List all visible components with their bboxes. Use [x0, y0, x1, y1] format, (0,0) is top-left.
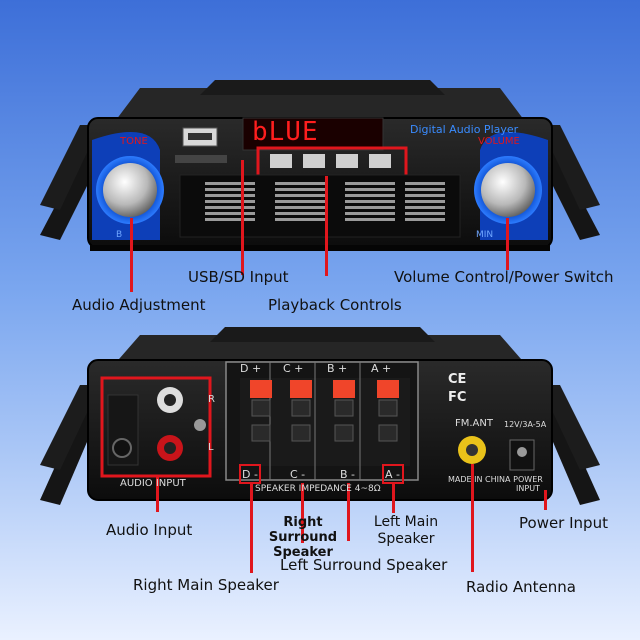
channel-b-neg-label: B - [340, 468, 356, 481]
volume-min-label: MIN [476, 230, 494, 240]
callout-audio-adjustment: Audio Adjustment [72, 296, 206, 314]
tone-min-label: B [116, 230, 123, 240]
channel-d-neg-label: D - [242, 468, 258, 481]
callout-power-input: Power Input [519, 514, 608, 532]
top-amplifier [40, 80, 600, 251]
fm-ant-label: FM.ANT [455, 418, 493, 429]
callout-usb-sd: USB/SD Input [188, 268, 289, 286]
callout-left-surround: Left Surround Speaker [280, 556, 448, 574]
channel-c-neg-label: C - [290, 468, 306, 481]
rca-l-label: L [208, 442, 214, 453]
brand-label: Digital Audio Player [410, 123, 519, 136]
channel-a-neg-label: A - [385, 468, 400, 481]
made-in-label: MADE IN CHINA [448, 475, 511, 484]
audio-input-panel-label: AUDIO INPUT [120, 478, 186, 489]
impedance-label: SPEAKER IMPEDANCE 4~8Ω [255, 484, 381, 494]
channel-b-label: B + [327, 362, 348, 375]
ce-mark: CE [448, 372, 467, 387]
power-spec-label: 12V/3A-5A [504, 420, 547, 429]
callout-audio-input: Audio Input [106, 521, 193, 539]
power-input-small-label: POWER INPUT [513, 475, 543, 493]
callout-radio-antenna: Radio Antenna [466, 578, 577, 596]
channel-c-label: C + [283, 362, 304, 375]
callout-right-main: Right Main Speaker [133, 576, 279, 594]
channel-d-label: D + [240, 362, 262, 375]
callout-lines [130, 160, 547, 573]
tone-label: TONE [120, 136, 148, 147]
fc-mark: FC [448, 390, 467, 405]
callout-volume: Volume Control/Power Switch [394, 268, 614, 286]
callout-playback: Playback Controls [268, 296, 402, 314]
callout-left-main: Left Main Speaker [373, 514, 439, 547]
rca-r-label: R [208, 394, 215, 405]
bottom-amplifier [40, 327, 600, 505]
display-text: bLUE [252, 117, 319, 147]
channel-a-label: A + [371, 362, 392, 375]
callout-right-surround: Right Surround Speaker [268, 515, 338, 560]
volume-label: VOLUME [478, 136, 520, 147]
